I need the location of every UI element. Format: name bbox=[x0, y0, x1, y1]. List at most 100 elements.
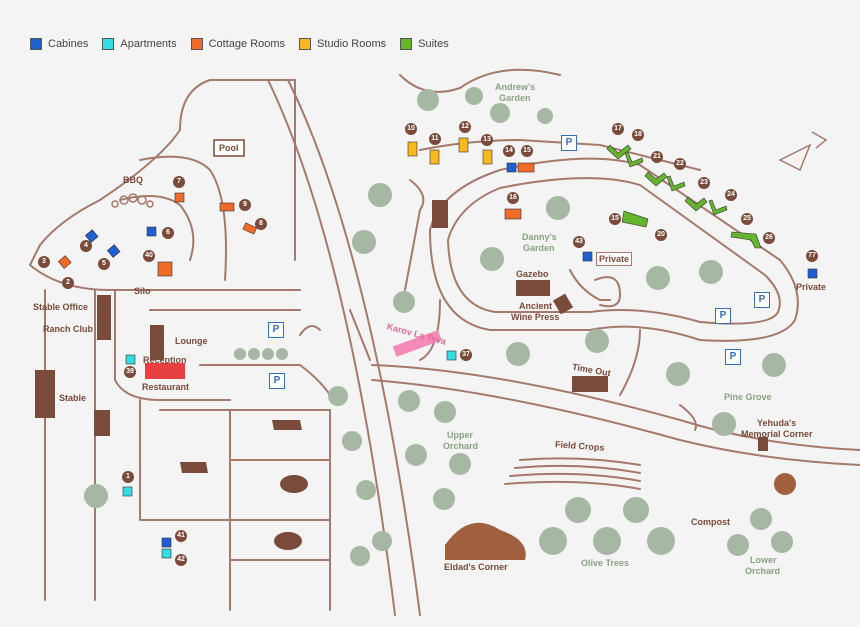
marker[interactable]: 11 bbox=[429, 133, 441, 145]
marker[interactable]: 41 bbox=[175, 530, 187, 542]
tree bbox=[490, 103, 510, 123]
legend-item-cabines: Cabines bbox=[30, 38, 88, 50]
marker[interactable]: 40 bbox=[143, 250, 155, 262]
marker[interactable]: 13 bbox=[481, 134, 493, 146]
andrews-garden-label-2: Garden bbox=[499, 93, 531, 103]
cottage-swatch bbox=[190, 38, 203, 50]
marker[interactable]: 42 bbox=[175, 554, 187, 566]
tree bbox=[434, 401, 456, 423]
marker[interactable]: 39 bbox=[124, 366, 136, 378]
dannys-garden-label-2: Garden bbox=[523, 243, 555, 253]
tree bbox=[262, 348, 274, 360]
tree bbox=[433, 488, 455, 510]
marker[interactable]: 5 bbox=[98, 258, 110, 270]
marker[interactable]: 2 bbox=[62, 277, 74, 289]
tree bbox=[546, 196, 570, 220]
legend: Cabines Apartments Cottage Rooms Studio … bbox=[30, 38, 449, 50]
marker[interactable]: 12 bbox=[459, 121, 471, 133]
tree bbox=[699, 260, 723, 284]
silo-label: Silo bbox=[134, 286, 151, 296]
pine-grove-label: Pine Grove bbox=[724, 392, 772, 402]
tree bbox=[328, 386, 348, 406]
time-out-building bbox=[572, 376, 608, 392]
tree bbox=[537, 108, 553, 124]
main-road-left bbox=[267, 79, 396, 616]
eldads-corner-label: Eldad's Corner bbox=[444, 562, 508, 572]
horse-icon bbox=[272, 420, 302, 430]
marker[interactable]: 14 bbox=[503, 145, 515, 157]
marker[interactable]: 8 bbox=[255, 218, 267, 230]
ranch-club-label: Ranch Club bbox=[43, 324, 94, 334]
marker[interactable]: 3 bbox=[38, 256, 50, 268]
restaurant-label: Restaurant bbox=[142, 382, 190, 392]
marker[interactable]: 18 bbox=[632, 129, 644, 141]
tree bbox=[356, 480, 376, 500]
tree bbox=[248, 348, 260, 360]
tree bbox=[585, 329, 609, 353]
tree bbox=[449, 453, 471, 475]
parking-icon: P bbox=[269, 373, 285, 389]
marker[interactable]: 20 bbox=[655, 229, 667, 241]
marker[interactable]: 77 bbox=[806, 250, 818, 262]
tree bbox=[84, 484, 108, 508]
marker[interactable]: 24 bbox=[725, 189, 737, 201]
tree bbox=[398, 390, 420, 412]
lower-orchard-label-2: Orchard bbox=[745, 566, 781, 576]
gazebo-building bbox=[516, 280, 550, 296]
animals bbox=[94, 200, 448, 550]
tree bbox=[480, 247, 504, 271]
legend-item-suites: Suites bbox=[400, 38, 449, 50]
gazebo-label: Gazebo bbox=[516, 269, 549, 279]
karov-building bbox=[392, 330, 442, 357]
marker[interactable]: 43 bbox=[573, 236, 585, 248]
legend-label: Cabines bbox=[48, 38, 89, 50]
tree bbox=[405, 444, 427, 466]
studio-swatch bbox=[299, 38, 312, 50]
marker[interactable]: 9 bbox=[239, 199, 251, 211]
wine-press-label: Ancient bbox=[519, 301, 553, 311]
decor bbox=[111, 131, 828, 208]
marker[interactable]: 25 bbox=[741, 213, 753, 225]
marker[interactable]: 15 bbox=[609, 213, 621, 225]
playground-icon bbox=[432, 200, 448, 228]
marker[interactable]: 16 bbox=[507, 192, 519, 204]
marker[interactable]: 37 bbox=[460, 349, 472, 361]
upper-orchard-label-2: Orchard bbox=[443, 441, 479, 451]
ranch-club-building bbox=[97, 295, 111, 340]
marker[interactable]: 21 bbox=[651, 151, 663, 163]
marker[interactable]: 1 bbox=[122, 471, 134, 483]
marker[interactable]: 17 bbox=[612, 123, 624, 135]
marker[interactable]: 22 bbox=[674, 158, 686, 170]
tree bbox=[539, 527, 567, 555]
tree bbox=[750, 508, 772, 530]
parking-icon: P bbox=[715, 308, 731, 324]
tree bbox=[646, 266, 670, 290]
legend-item-apartments: Apartments bbox=[102, 38, 177, 50]
marker[interactable]: 4 bbox=[80, 240, 92, 252]
stable-office-label: Stable Office bbox=[33, 302, 89, 312]
tree bbox=[352, 230, 376, 254]
buildings bbox=[35, 139, 768, 451]
legend-label: Suites bbox=[418, 38, 449, 50]
marker[interactable]: 26 bbox=[763, 232, 775, 244]
yehuda-label: Yehuda's bbox=[757, 418, 797, 428]
marker[interactable]: 7 bbox=[173, 176, 185, 188]
lower-orchard-label: Lower bbox=[750, 555, 777, 565]
tree bbox=[774, 473, 796, 495]
parking-icon: P bbox=[268, 322, 284, 338]
marker[interactable]: 10 bbox=[405, 123, 417, 135]
lounge-label: Lounge bbox=[175, 336, 208, 346]
marker[interactable]: 23 bbox=[698, 177, 710, 189]
legend-item-studio-rooms: Studio Rooms bbox=[299, 38, 386, 50]
marker[interactable]: 15 bbox=[521, 145, 533, 157]
tree bbox=[234, 348, 246, 360]
andrews-garden-label: Andrew's bbox=[495, 82, 536, 92]
tree bbox=[762, 353, 786, 377]
tree bbox=[647, 527, 675, 555]
legend-item-cottage-rooms: Cottage Rooms bbox=[190, 38, 285, 50]
eldads-tree bbox=[445, 522, 526, 560]
reception-label: Reception bbox=[143, 355, 187, 365]
horse-icon bbox=[180, 462, 208, 473]
marker[interactable]: 6 bbox=[162, 227, 174, 239]
